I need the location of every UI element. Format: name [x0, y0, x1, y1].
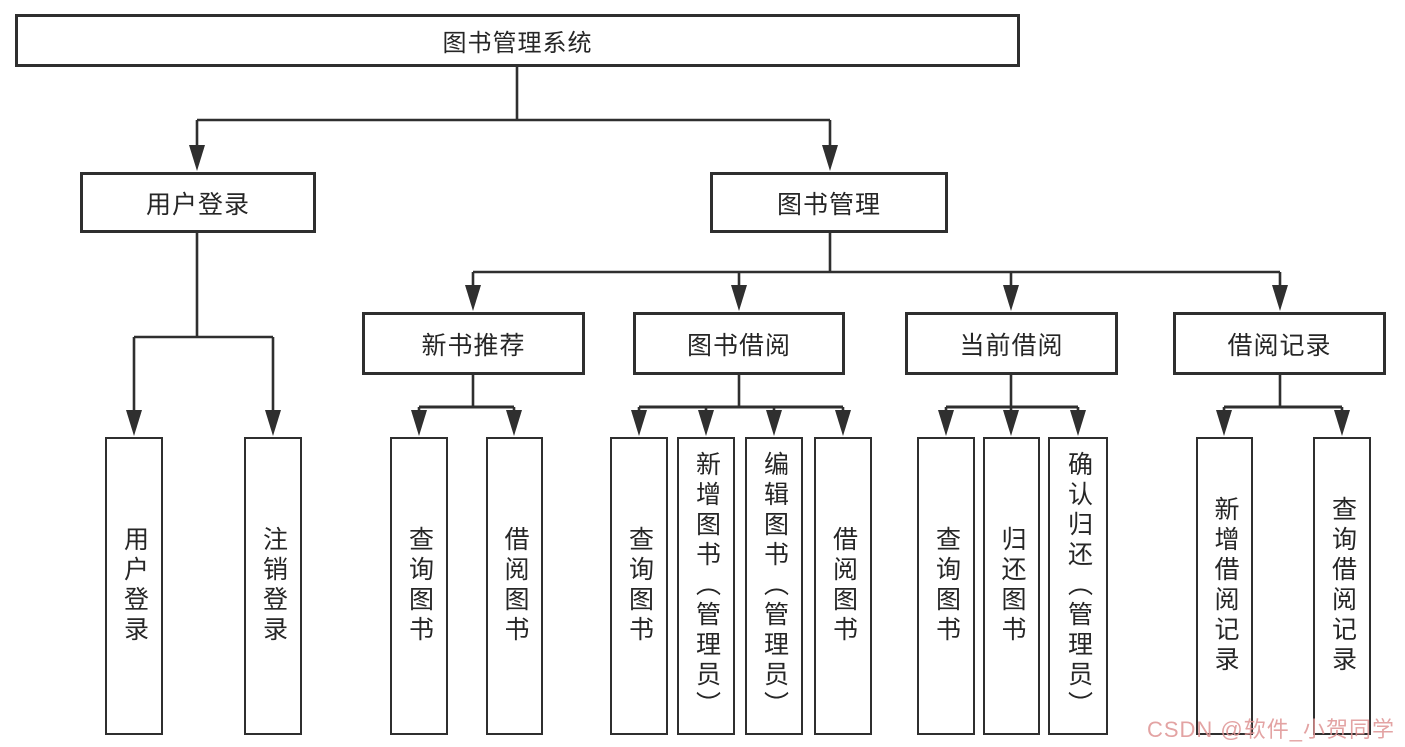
node-borrow-record: 借阅记录: [1173, 312, 1386, 375]
node-book-management: 图书管理: [710, 172, 948, 233]
leaf-label: 新增借阅记录: [1211, 496, 1239, 676]
node-label: 借阅记录: [1227, 331, 1332, 360]
node-root: 图书管理系统: [15, 14, 1020, 67]
leaf-query-book-3: 查询图书: [917, 437, 975, 735]
leaf-label: 确认归还（管理员）: [1064, 451, 1093, 721]
leaf-user-login: 用户登录: [105, 437, 163, 735]
leaf-query-borrow-record: 查询借阅记录: [1313, 437, 1371, 735]
csdn-watermark: CSDN @软件_小贺同学: [1146, 717, 1395, 742]
node-label: 当前借阅: [959, 331, 1064, 360]
arrowhead-icons: [126, 145, 1350, 436]
leaf-logout: 注销登录: [244, 437, 302, 735]
node-user-login-branch: 用户登录: [80, 172, 316, 233]
leaf-query-book-2: 查询图书: [610, 437, 668, 735]
leaf-confirm-return-admin: 确认归还（管理员）: [1048, 437, 1108, 735]
leaf-label: 借阅图书: [829, 526, 858, 646]
leaf-label: 注销登录: [259, 526, 288, 646]
leaf-edit-book-admin: 编辑图书（管理员）: [745, 437, 803, 735]
leaf-label: 查询图书: [625, 526, 654, 646]
leaf-label: 查询图书: [405, 526, 434, 646]
leaf-add-borrow-record: 新增借阅记录: [1196, 437, 1253, 735]
node-book-borrow: 图书借阅: [633, 312, 845, 375]
leaf-return-book: 归还图书: [983, 437, 1040, 735]
node-new-book-recommend: 新书推荐: [362, 312, 585, 375]
leaf-label: 编辑图书（管理员）: [760, 451, 789, 721]
leaf-label: 新增图书（管理员）: [692, 451, 721, 721]
node-label: 图书借阅: [686, 331, 791, 360]
leaf-query-book-1: 查询图书: [390, 437, 448, 735]
leaf-add-book-admin: 新增图书（管理员）: [677, 437, 735, 735]
leaf-borrow-book-1: 借阅图书: [486, 437, 543, 735]
node-label: 新书推荐: [421, 331, 526, 360]
node-root-label: 图书管理系统: [442, 30, 593, 57]
node-label: 用户登录: [145, 190, 250, 219]
leaf-label: 查询借阅记录: [1328, 496, 1357, 676]
leaf-borrow-book-2: 借阅图书: [814, 437, 872, 735]
node-current-borrow: 当前借阅: [905, 312, 1118, 375]
node-label: 图书管理: [776, 190, 881, 219]
leaf-label: 归还图书: [998, 526, 1026, 646]
leaf-label: 查询图书: [932, 526, 961, 646]
leaf-label: 用户登录: [120, 526, 149, 646]
leaf-label: 借阅图书: [501, 526, 529, 646]
